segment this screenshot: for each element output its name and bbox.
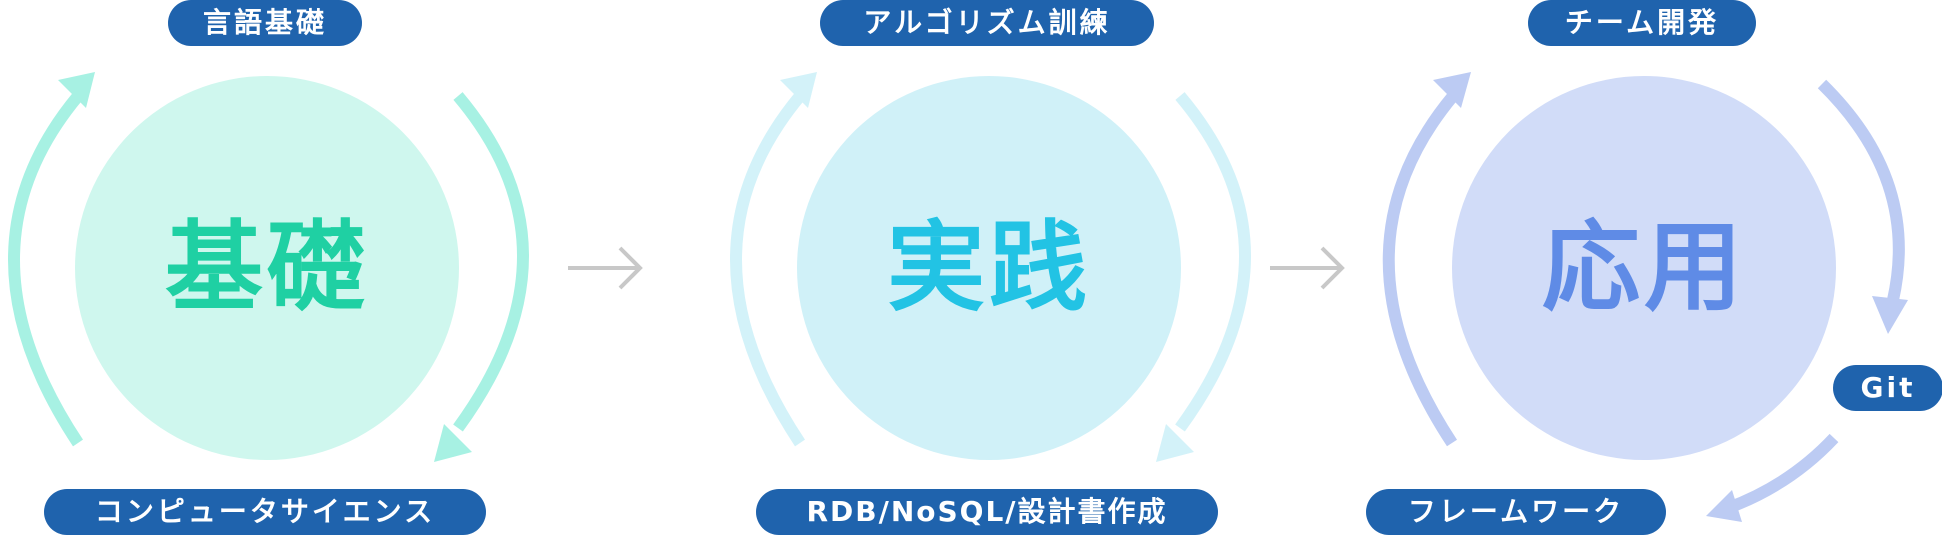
- arrow-right-icon: [1270, 246, 1345, 290]
- stage-title-practice: 実践: [886, 211, 1091, 325]
- stage-circle-applied: [1452, 76, 1836, 460]
- stage-circle-practice: [797, 76, 1181, 460]
- label-language-basics: 言語基礎: [168, 0, 362, 46]
- label-git: Git: [1833, 365, 1942, 411]
- arrow-right-icon: [568, 246, 643, 290]
- stage-title-applied: 応用: [1541, 211, 1746, 325]
- curved-arrow-icon: [1706, 433, 1839, 522]
- curved-arrow-icon: [730, 72, 817, 447]
- label-db-design: RDB/NoSQL/設計書作成: [756, 489, 1218, 535]
- label-algorithm-training: アルゴリズム訓練: [820, 0, 1154, 46]
- label-computer-science: コンピュータサイエンス: [44, 489, 486, 535]
- label-team-development: チーム開発: [1528, 0, 1756, 46]
- stage-circle-basics: [75, 76, 459, 460]
- curved-arrow-icon: [434, 92, 529, 462]
- curved-arrow-icon: [1156, 92, 1251, 462]
- curved-arrow-icon: [1817, 79, 1908, 334]
- stage-title-basics: 基礎: [164, 211, 369, 325]
- label-framework: フレームワーク: [1366, 489, 1666, 535]
- curved-arrow-icon: [1382, 72, 1471, 447]
- curved-arrow-icon: [8, 72, 95, 447]
